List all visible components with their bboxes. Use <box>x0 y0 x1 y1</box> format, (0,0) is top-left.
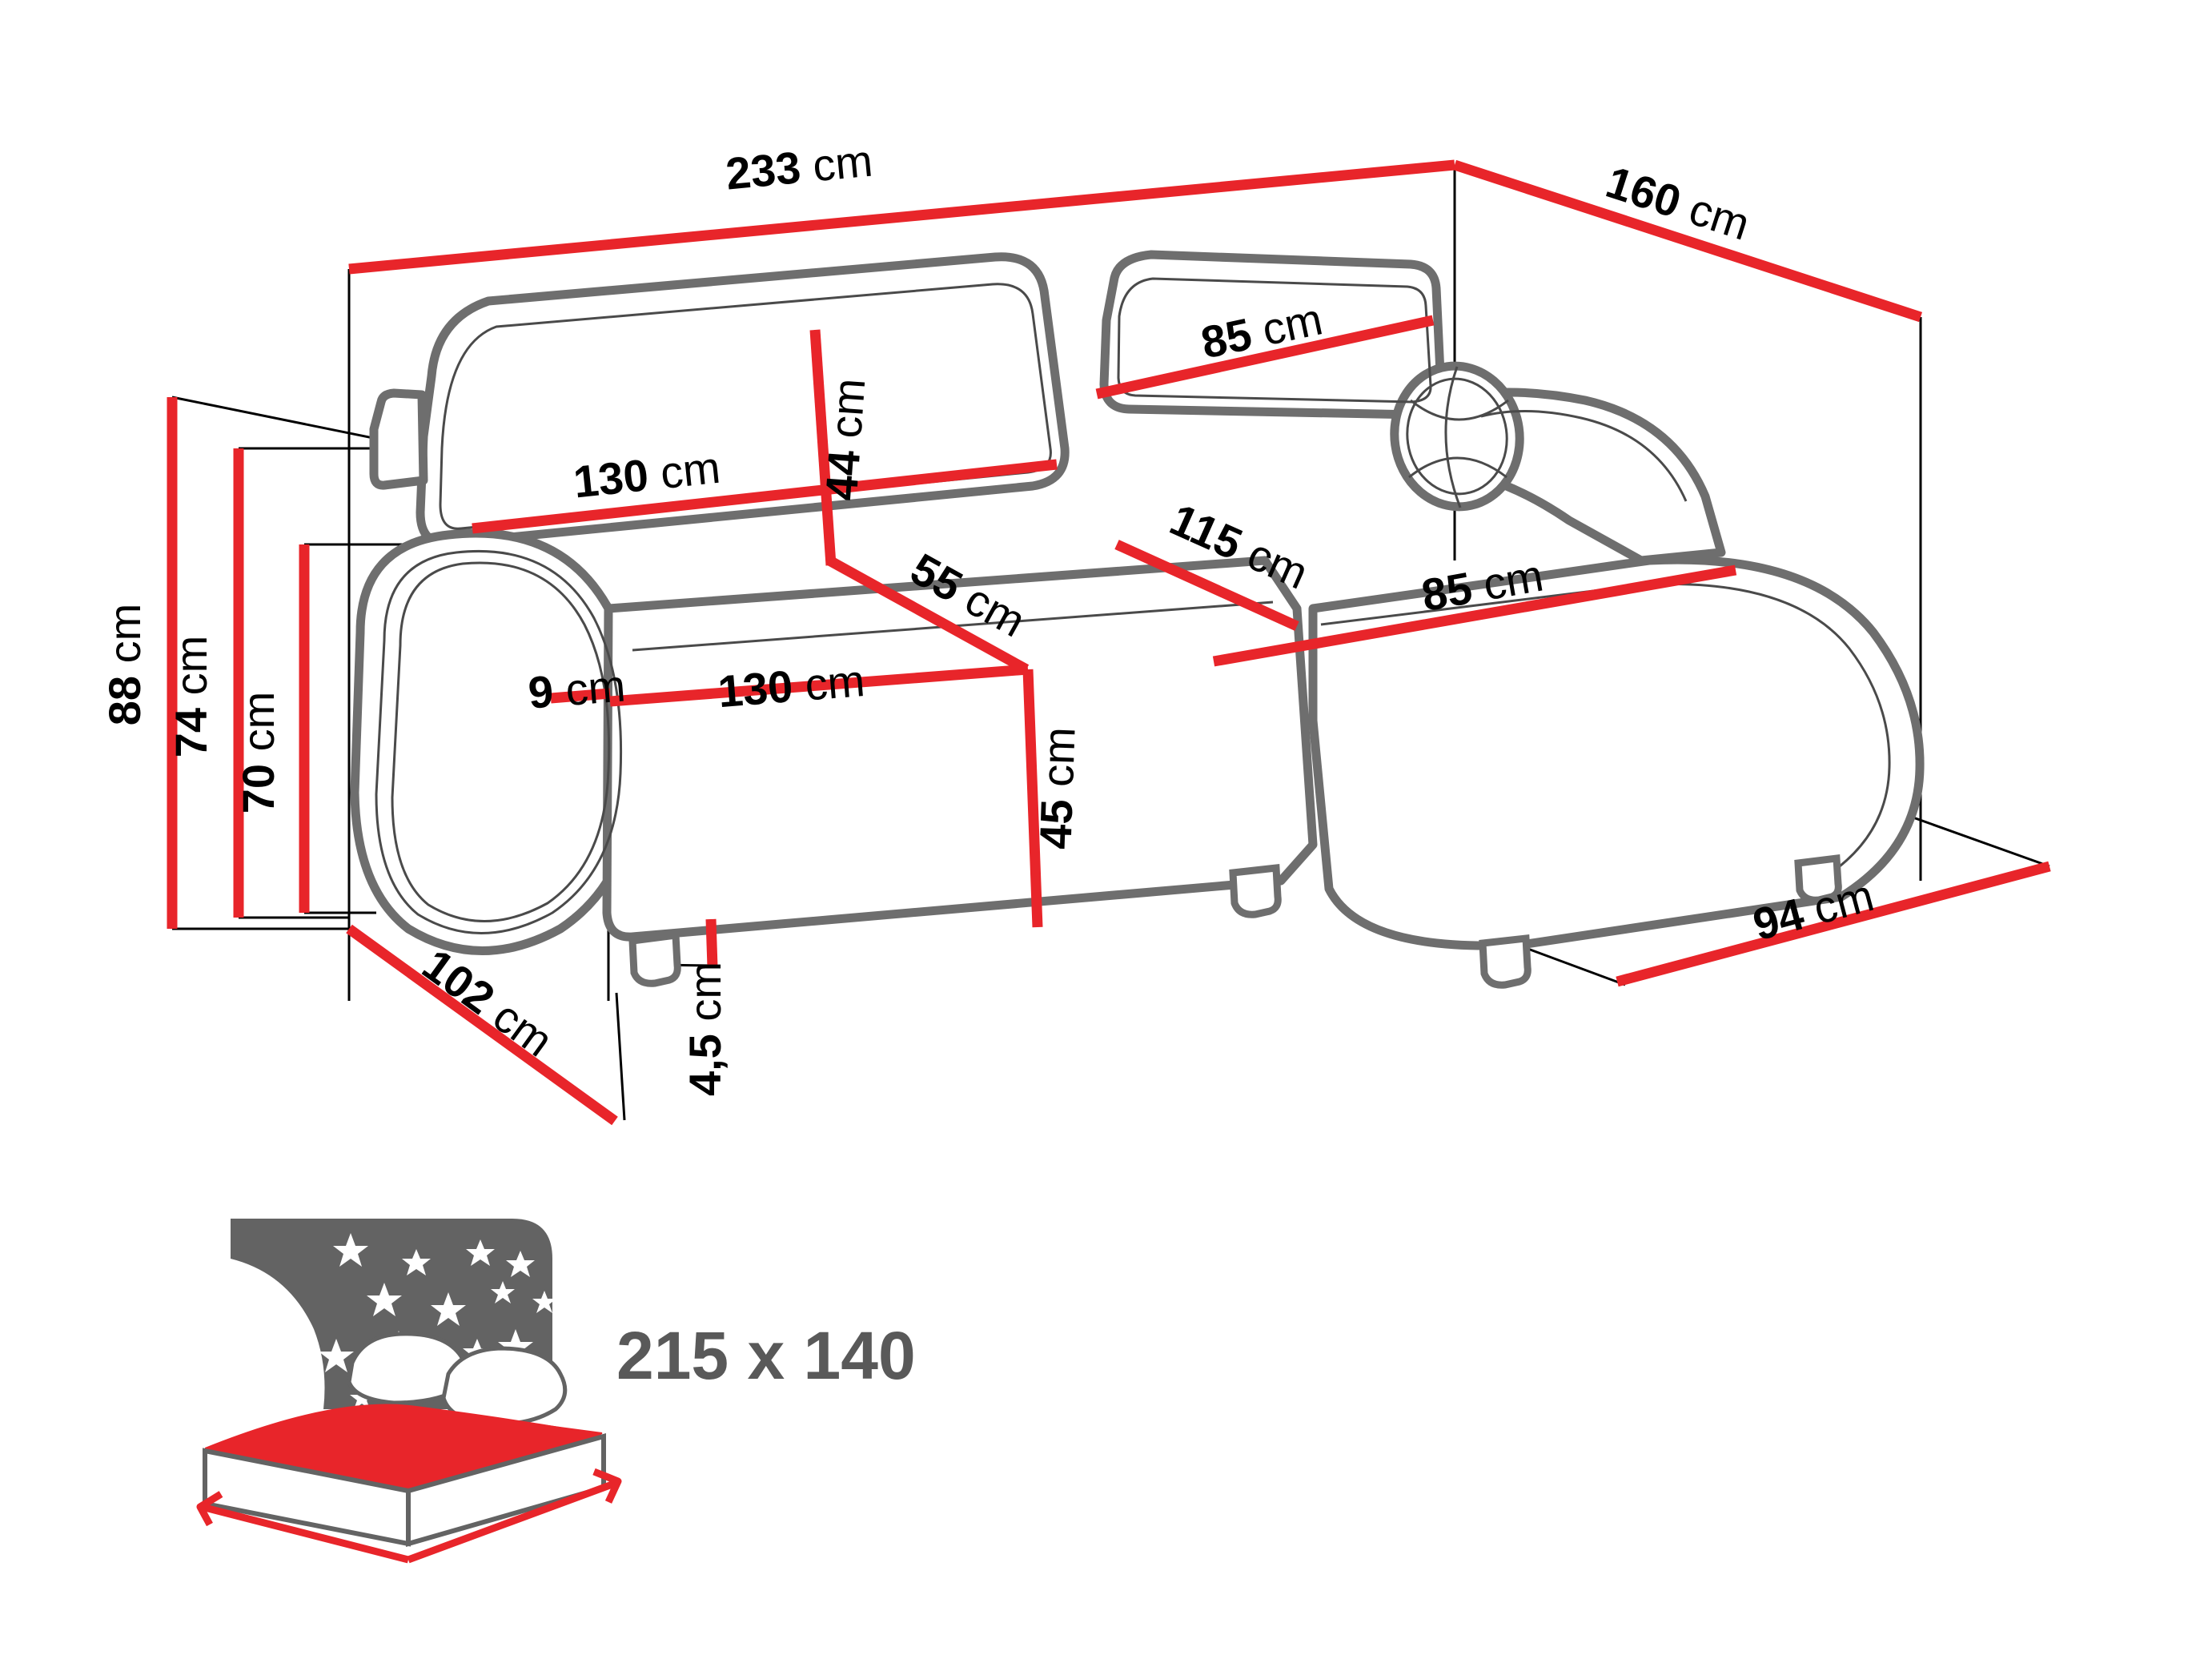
sleeping-area-label: 215 x 140 <box>616 1318 916 1393</box>
label-130-seat: 130 cm <box>716 655 866 717</box>
label-44-value: 44 <box>816 448 869 502</box>
label-88-value: 88 <box>99 676 150 725</box>
dimline-130-back <box>472 459 1058 534</box>
dimline-55 <box>826 556 1030 674</box>
sleeping-area-icon: 215 x 140 <box>196 1219 916 1564</box>
chaise-body <box>1308 555 1925 950</box>
leg-chaise-front <box>1479 934 1532 989</box>
label-74: 74 cm <box>166 636 216 758</box>
mattress-group <box>203 1404 606 1547</box>
label-130-seat-value: 130 <box>716 661 794 717</box>
leg-chaise-right <box>1794 854 1842 904</box>
label-88: 88 cm <box>99 604 150 726</box>
left-seat-block <box>602 556 1318 942</box>
dimline-44 <box>809 329 837 566</box>
label-70-value: 70 <box>233 764 283 813</box>
label-9: 9 cm <box>526 660 627 717</box>
dimline-94 <box>1616 861 2051 987</box>
pillows-group <box>347 1332 568 1427</box>
label-130-back-value: 130 <box>571 449 651 507</box>
label-9-value: 9 <box>526 665 555 717</box>
left-arm-top-block <box>369 388 428 490</box>
dimline-233 <box>348 159 1455 275</box>
leg-front-left <box>628 930 681 987</box>
red-dimension-lines <box>167 159 2051 1126</box>
label-45-value: 45 <box>1030 798 1082 850</box>
bed-dimension-arrows <box>196 1468 622 1564</box>
label-130-back: 130 cm <box>571 442 722 508</box>
dimline-130-seat <box>609 664 1029 707</box>
label-85-seat: 85 cm <box>1418 550 1547 621</box>
dimline-102 <box>346 924 618 1126</box>
dimline-85-seat <box>1212 564 1737 667</box>
dimline-160 <box>1452 159 1923 323</box>
label-74-value: 74 <box>166 708 216 757</box>
label-85-back: 85 cm <box>1197 293 1327 368</box>
label-4-5: 4,5 cm <box>680 962 730 1096</box>
sofa-legs <box>628 854 1842 989</box>
label-4-5-value: 4,5 <box>680 1034 730 1096</box>
label-44: 44 cm <box>816 376 874 502</box>
label-70: 70 cm <box>233 692 283 814</box>
label-233-value: 233 <box>724 142 803 199</box>
dimline-45cm-foot <box>705 918 718 968</box>
bolster-cushion <box>1390 361 1524 512</box>
dimline-85-back <box>1095 315 1435 400</box>
dimline-9 <box>550 688 611 704</box>
dimline-115 <box>1114 540 1299 631</box>
label-45: 45 cm <box>1030 726 1084 850</box>
sleeping-area-label-value: 215 x 140 <box>616 1318 916 1393</box>
moon-crescent <box>231 1259 325 1409</box>
label-233: 233 cm <box>724 135 875 199</box>
leg-front-center <box>1229 864 1282 918</box>
label-85-seat-value: 85 <box>1418 562 1475 621</box>
dimline-45 <box>1022 669 1043 928</box>
label-85-back-value: 85 <box>1197 308 1256 368</box>
